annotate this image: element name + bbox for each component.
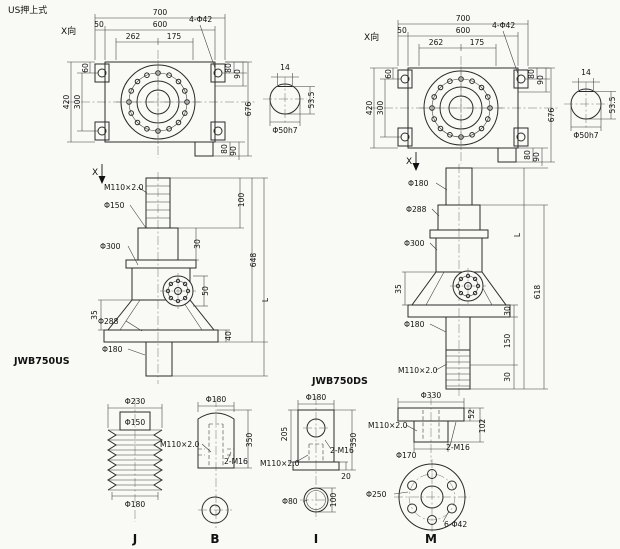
shaft-detail-us [262, 62, 317, 136]
detail-letter-m: M [425, 532, 437, 546]
dia-180-label: Φ180 [206, 395, 227, 404]
front-view-ds: X Φ180 Φ288 Φ300 Φ180 M110×2. [311, 152, 548, 396]
dim-350: 350 [245, 433, 254, 448]
model-label-ds: JWB750DS [311, 376, 368, 387]
dim-100: 100 [237, 193, 246, 208]
dim-350: 350 [349, 433, 358, 448]
dimension-lines [402, 167, 548, 390]
dia-230-label: Φ230 [125, 397, 146, 406]
detail-i: Φ180 205 350 M110×2.0 2-M16 20 Φ80 100 I [260, 393, 358, 546]
side-holes-callout: 2-M16 [446, 443, 470, 452]
us-geometry [103, 177, 219, 377]
detail-j: Φ230 Φ150 Φ180 J [107, 397, 163, 546]
detail-letter-b: B [210, 532, 219, 546]
dim-50: 50 [201, 286, 210, 296]
section-label-us: X [92, 168, 98, 178]
dia-150-label: Φ150 [104, 201, 125, 210]
top-view-us [61, 8, 255, 160]
thread-callout: M110×2.0 [104, 183, 144, 192]
side-holes-callout: 2-M16 [224, 457, 248, 466]
side-holes-callout: 2-M16 [330, 446, 354, 455]
dim-618: 618 [533, 285, 542, 300]
detail-letter-i: I [314, 532, 318, 546]
thread-callout: M110×2.0 [160, 440, 200, 449]
dim-30-lower: 30 [503, 372, 512, 382]
dia-80-label: Φ80 [282, 497, 298, 506]
dia-330-label: Φ330 [421, 391, 442, 400]
dimension-lines [107, 404, 163, 500]
dia-300-label: Φ300 [404, 239, 425, 248]
dia-150-label: Φ150 [125, 418, 146, 427]
section-arrow-icon [412, 163, 420, 171]
ds-geometry [407, 167, 511, 390]
dia-300-label: Φ300 [100, 242, 121, 251]
dia-180-label: Φ180 [102, 345, 123, 354]
dia-180-label: Φ180 [306, 393, 327, 402]
thread-callout: M110×2.0 [260, 459, 300, 468]
top-view-ds [364, 14, 558, 166]
dia-250-label: Φ250 [366, 490, 387, 499]
dimension-lines [393, 398, 484, 523]
dim-30: 30 [193, 239, 202, 249]
dim-102: 102 [478, 419, 487, 434]
model-label-us: JWB750US [13, 356, 70, 367]
section-label-ds: X [406, 157, 412, 167]
shaft-detail-ds [563, 67, 618, 141]
section-arrow-icon [98, 176, 106, 184]
dim-35: 35 [90, 310, 99, 320]
detail-m: Φ330 52 102 M110×2.0 2-M16 Φ170 Φ250 6-Φ… [366, 391, 487, 546]
dim-35: 35 [394, 284, 403, 294]
dim-30-upper: 30 [503, 306, 512, 316]
dim-150: 150 [503, 334, 512, 349]
dim-40: 40 [224, 331, 233, 341]
bolt-holes-callout: 6-Φ42 [444, 520, 467, 529]
thread-callout: M110×2.0 [368, 421, 408, 430]
dia-288-label: Φ288 [406, 205, 427, 214]
dimension-lines [197, 402, 252, 469]
dia-170-label: Φ170 [396, 451, 417, 460]
dim-20: 20 [341, 472, 351, 481]
dimension-lines [288, 400, 356, 513]
dim-L: L [261, 297, 270, 302]
dim-L: L [513, 232, 522, 237]
detail-b: Φ180 M110×2.0 350 2-M16 B [160, 395, 254, 546]
dim-648: 648 [249, 253, 258, 268]
dim-52: 52 [467, 409, 476, 419]
front-view-us: X M110×2.0 Φ150 Φ300 [13, 164, 270, 384]
dim-100: 100 [329, 493, 338, 508]
dia-288-label: Φ288 [98, 317, 119, 326]
dia-180-top-label: Φ180 [408, 179, 429, 188]
page-title: US押上式 [8, 4, 47, 16]
detail-letter-j: J [132, 532, 137, 546]
dia-180-label: Φ180 [125, 500, 146, 509]
dim-205: 205 [280, 427, 289, 442]
dia-180-bottom-label: Φ180 [404, 320, 425, 329]
thread-callout: M110×2.0 [398, 366, 438, 375]
bellows [107, 429, 163, 491]
dimension-lines [98, 177, 268, 377]
